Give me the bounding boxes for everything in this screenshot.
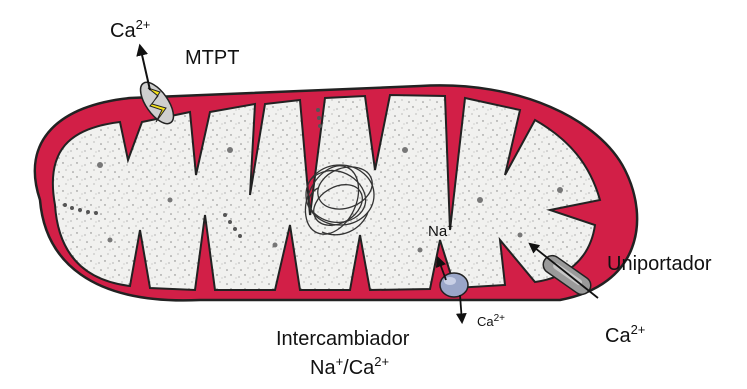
ions-na-sup: + — [336, 354, 344, 369]
ca-right-sup: 2+ — [631, 322, 646, 337]
ca-top-sup: 2+ — [136, 17, 151, 32]
mtpt-label: MTPT — [185, 47, 239, 69]
ions-sep: /Ca — [343, 357, 375, 379]
intercambiador-ions-label: Na+/Ca2+ — [310, 354, 389, 379]
uniportador-label: Uniportador — [607, 253, 712, 275]
ca-right-base: Ca — [605, 325, 631, 347]
ions-na: Na — [310, 357, 336, 379]
ca-inner-sup: 2+ — [494, 313, 506, 324]
ca-top-label: Ca2+ — [110, 17, 150, 42]
intercambiador-label: Intercambiador — [276, 328, 410, 350]
ca-top-base: Ca — [110, 20, 136, 42]
ca-inner-base: Ca — [477, 314, 494, 329]
na-inner-base: Na — [428, 223, 448, 240]
ca-right-label: Ca2+ — [605, 322, 645, 347]
ions-ca-sup: 2+ — [374, 354, 389, 369]
na-inner-sup: + — [447, 222, 453, 233]
ca-inner-label: Ca2+ — [477, 313, 505, 329]
